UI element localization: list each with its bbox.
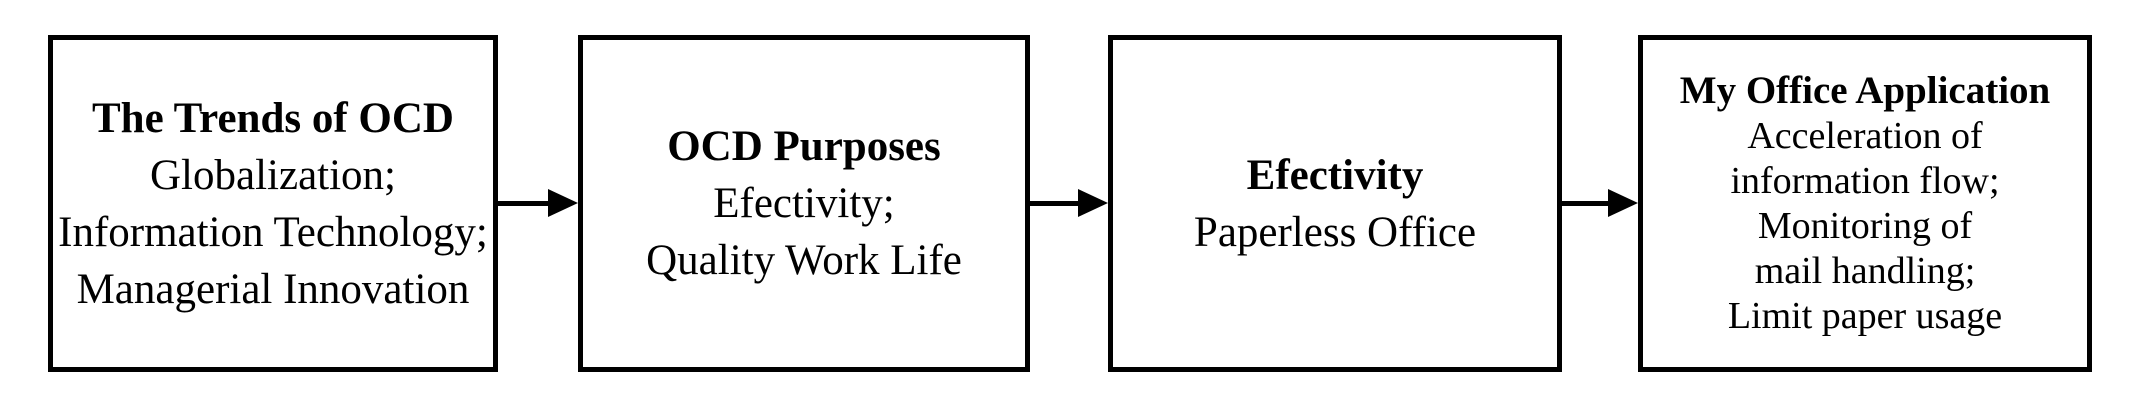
flow-box-trends-of-ocd: The Trends of OCD Globalization; Informa…: [48, 35, 498, 372]
box-line: Acceleration of: [1747, 115, 1983, 157]
box-line: Information Technology;: [58, 208, 488, 256]
arrow-shaft: [498, 200, 550, 206]
box-line: Efectivity;: [713, 180, 895, 227]
flow-box-ocd-purposes: OCD Purposes Efectivity; Quality Work Li…: [578, 35, 1030, 372]
box-line: Managerial Innovation: [76, 265, 470, 313]
box-title: OCD Purposes: [667, 123, 941, 170]
arrow-right-icon: [1030, 188, 1108, 218]
flow-box-my-office-application: My Office Application Acceleration of in…: [1638, 35, 2092, 372]
box-line: Limit paper usage: [1727, 295, 2003, 337]
box-title: Efectivity: [1246, 151, 1424, 199]
flow-box-efectivity: Efectivity Paperless Office: [1108, 35, 1562, 372]
arrow-head: [548, 189, 578, 217]
box-line: information flow;: [1730, 160, 2000, 202]
box-line: mail handling;: [1754, 250, 1976, 292]
box-line: Quality Work Life: [646, 237, 962, 284]
box-title: The Trends of OCD: [92, 94, 454, 142]
arrow-right-icon: [1562, 188, 1638, 218]
arrow-shaft: [1030, 200, 1080, 206]
arrow-shaft: [1562, 200, 1610, 206]
box-title: My Office Application: [1679, 69, 2051, 112]
arrow-head: [1608, 189, 1638, 217]
box-line: Globalization;: [150, 151, 396, 199]
box-line: Monitoring of: [1757, 205, 1973, 247]
box-line: Paperless Office: [1193, 208, 1477, 256]
arrow-right-icon: [498, 188, 578, 218]
arrow-head: [1078, 189, 1108, 217]
